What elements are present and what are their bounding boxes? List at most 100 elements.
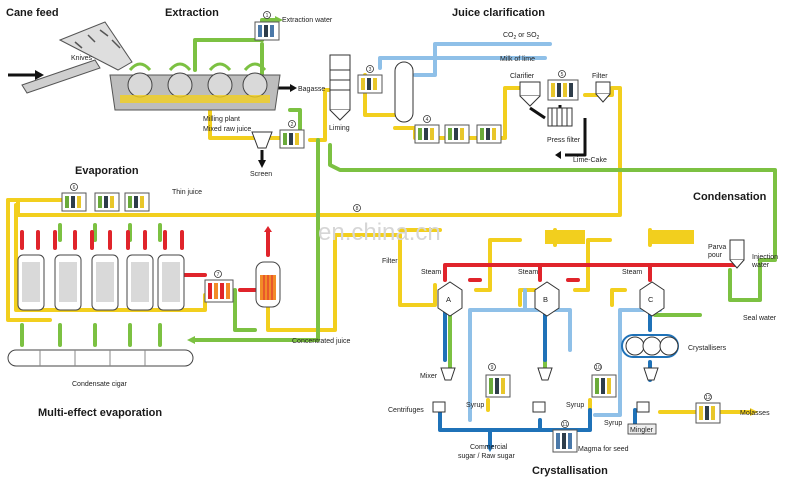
heat-exchanger-clar-2 [444,124,470,144]
vacuum-pan-a [437,281,463,317]
label-injection-1: Injection [752,254,778,261]
label-commercial-1: Commercial [470,444,508,451]
heat-exchanger-clarifier [547,79,579,101]
marker-3 [366,65,374,73]
heat-exchanger-extraction [254,21,280,41]
mixer-b [537,367,553,381]
label-crystallisers: Crystallisers [688,345,727,352]
press-filter [547,107,573,127]
screen-vessel [251,131,273,149]
marker-1 [263,11,271,19]
heat-exchanger-molasses [695,402,721,424]
label-milk-of-lime: Milk of lime [500,56,535,63]
label-vapour-2: pour [708,252,723,259]
heat-exchanger-thin-juice-1 [61,192,87,212]
marker-7-label: 7 [217,272,220,278]
label-condensate-cigar: Condensate cigar [72,381,128,388]
crystallisers-group [621,334,679,358]
clarifier-vessel-tall [394,61,414,123]
label-syrup-c: Syrup [604,420,622,427]
marker-5 [558,70,566,78]
marker-8-label: 8 [356,206,359,212]
heat-exchanger-evap-steam [204,279,234,303]
heat-exchanger-thin-juice-2 [94,192,120,212]
mixer-c [643,367,659,381]
milling-plant [109,62,281,111]
bagasse-arrow [290,84,297,92]
label-pan-b: B [543,295,548,304]
mixer-a [440,367,456,381]
label-pan-a: A [446,295,451,304]
marker-4 [423,115,431,123]
centrifuge-c [636,401,650,413]
heat-exchanger-clar-1 [414,124,440,144]
marker-12 [704,393,712,401]
lime-cake-arrow [555,151,561,159]
label-screen: Screen [250,171,272,178]
section-juice-clarification: Juice clarification [452,7,545,19]
label-injection-2: water [751,262,770,269]
heat-exchanger-magma [552,429,578,453]
centrifuge-a [432,401,446,413]
marker-6 [70,183,78,191]
cane-feed-arrow [35,70,44,80]
heat-exchanger-mixer-a [485,374,511,398]
label-clarifier: Clarifier [510,73,535,80]
marker-2 [288,120,296,128]
label-pan-c: C [648,295,654,304]
heat-exchanger-mixer-b [591,374,617,398]
centrifuge-b [532,401,546,413]
marker-5-label: 5 [561,72,564,78]
label-bagasse: Bagasse [298,86,325,93]
label-concentrated-juice: Concentrated juice [292,338,350,345]
filter-top [595,81,611,103]
marker-9-label: 9 [491,365,494,371]
vacuum-pan-c [639,281,665,317]
condensate-arrow [187,336,195,344]
steam-pipes [20,230,737,292]
label-molasses: Molasses [740,410,770,417]
marker-10 [594,363,602,371]
label-syrup-b: Syrup [566,402,584,409]
liming-tank [329,54,351,121]
clarifier [519,81,541,107]
label-press-filter: Press filter [547,137,581,144]
label-magma: Magma for seed [578,446,629,453]
vacuum-pan-b [534,281,560,317]
marker-7 [214,270,222,278]
evaporator-bodies [17,254,185,311]
condenser [729,239,745,269]
marker-11 [561,420,569,428]
heat-exchanger-liming [357,74,383,94]
marker-10-label: 10 [595,365,601,371]
label-filter-mid: Filter [382,258,398,265]
juice-tank-c [652,230,694,244]
label-mixed-raw-juice: Mixed raw juice [203,126,251,133]
gas-pipes [378,42,662,422]
section-multi-effect: Multi-effect evaporation [38,407,162,419]
section-cane-feed: Cane feed [6,7,59,19]
marker-9 [488,363,496,371]
section-crystallisation: Crystallisation [532,465,608,477]
marker-1-label: 1 [266,13,269,19]
marker-12-label: 12 [705,395,711,401]
juice-tank-b [545,230,585,244]
marker-3-label: 3 [369,67,372,73]
label-steam-b: Steam [518,269,538,276]
label-milling-plant: Milling plant [203,116,240,123]
label-steam-c: Steam [622,269,642,276]
label-filter-top: Filter [592,73,608,80]
section-evaporation: Evaporation [75,165,139,177]
label-centrifuges: Centrifuges [388,407,424,414]
markers: 1 2 3 4 5 6 7 8 9 10 11 12 [70,11,712,428]
label-knives: Knives [71,55,93,62]
marker-11-label: 11 [562,422,567,428]
molasses-arrow [750,408,758,416]
label-syrup-a: Syrup [466,402,484,409]
label-mixer: Mixer [420,373,438,380]
label-vapour-1: Parva [708,244,726,251]
heat-exchanger-thin-juice-3 [124,192,150,212]
marker-6-label: 6 [73,185,76,191]
marker-8 [353,204,361,212]
